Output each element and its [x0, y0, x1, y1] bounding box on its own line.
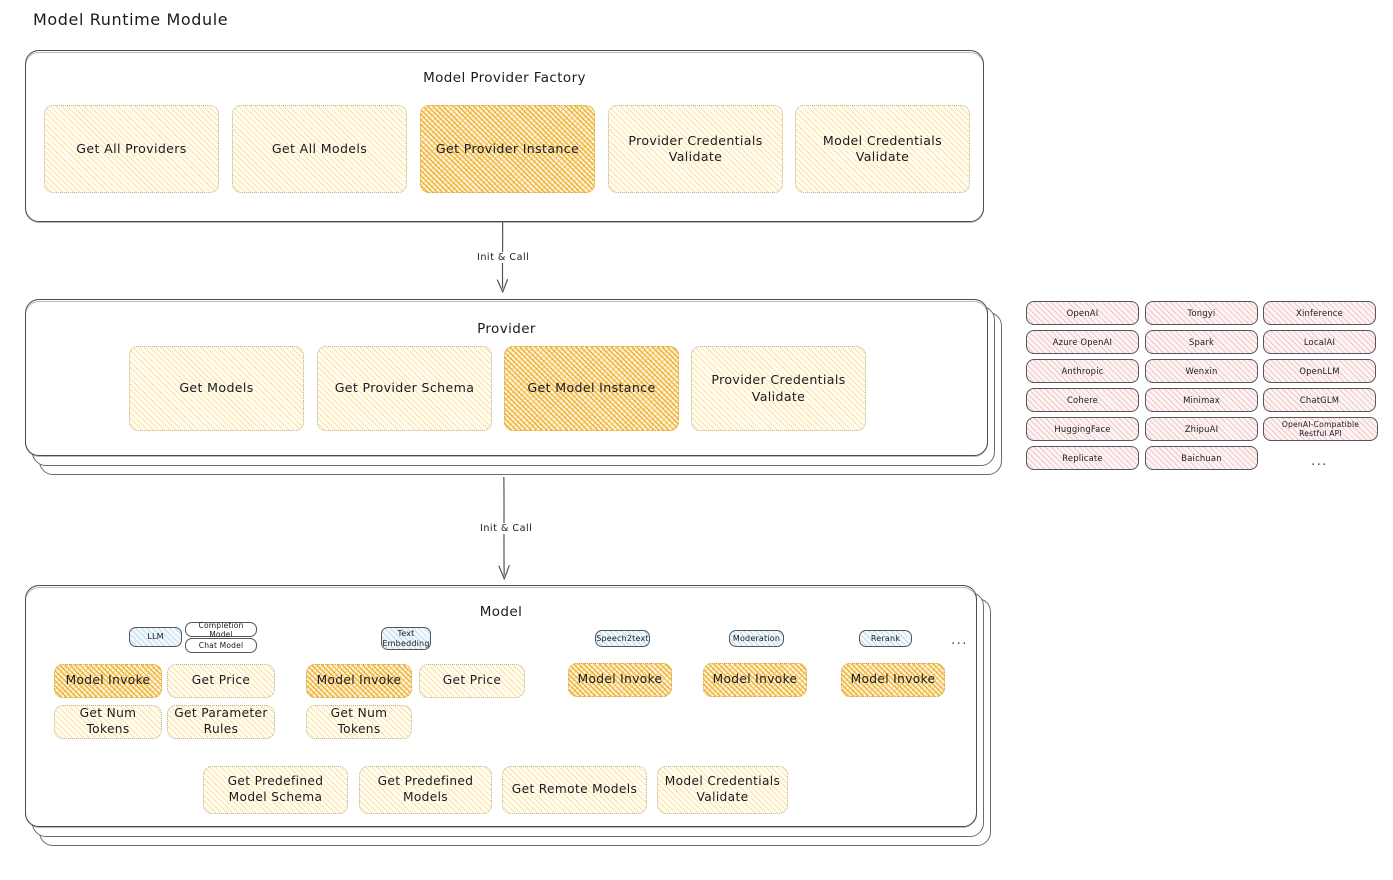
model-badge-llm[interactable]: LLM — [129, 627, 182, 647]
model-subbadge-completion-model[interactable]: Completion Model — [185, 621, 257, 639]
model-subbadge-chat-model[interactable]: Chat Model — [185, 638, 257, 653]
node-get-all-models[interactable]: Get All Models — [232, 105, 407, 193]
provider-chip-openai[interactable]: OpenAI — [1026, 301, 1139, 325]
node-get-remote-models[interactable]: Get Remote Models — [502, 766, 647, 814]
provider-chip-openllm[interactable]: OpenLLM — [1263, 359, 1376, 383]
node-llm-model-invoke[interactable]: Model Invoke — [54, 664, 162, 698]
provider-chip-zhipuai[interactable]: ZhipuAI — [1145, 417, 1258, 441]
model-badge-speech2text[interactable]: Speech2text — [595, 630, 650, 647]
model-badge-moderation[interactable]: Moderation — [729, 630, 784, 647]
model-provider-factory-title: Model Provider Factory — [423, 70, 586, 86]
node-textembedding-get-price[interactable]: Get Price — [419, 664, 525, 698]
provider-chip-tongyi[interactable]: Tongyi — [1145, 301, 1258, 325]
node-get-provider-instance[interactable]: Get Provider Instance — [420, 105, 595, 193]
node-provider-credentials-validate[interactable]: Provider Credentials Validate — [608, 105, 783, 193]
provider-chip-chatglm[interactable]: ChatGLM — [1263, 388, 1376, 412]
node-get-model-instance[interactable]: Get Model Instance — [504, 346, 679, 431]
node-textembedding-model-invoke[interactable]: Model Invoke — [306, 664, 412, 698]
model-badge-rerank[interactable]: Rerank — [859, 630, 912, 647]
node-textembedding-get-num-tokens[interactable]: Get Num Tokens — [306, 705, 412, 739]
node-rerank-model-invoke[interactable]: Model Invoke — [841, 663, 945, 697]
node-get-models[interactable]: Get Models — [129, 346, 304, 431]
node-get-all-providers[interactable]: Get All Providers — [44, 105, 219, 193]
provider-chip-spark[interactable]: Spark — [1145, 330, 1258, 354]
provider-chip-xinference[interactable]: Xinference — [1263, 301, 1376, 325]
provider-chip-replicate[interactable]: Replicate — [1026, 446, 1139, 470]
arrow-label-init-and-call-2: Init & Call — [477, 523, 536, 534]
node-get-predefined-model-schema[interactable]: Get Predefined Model Schema — [203, 766, 348, 814]
provider-chip-huggingface[interactable]: HuggingFace — [1026, 417, 1139, 441]
node-get-predefined-models[interactable]: Get Predefined Models — [359, 766, 492, 814]
provider-chip-cohere[interactable]: Cohere — [1026, 388, 1139, 412]
model-groups-more-ellipsis: ... — [951, 633, 968, 648]
node-model-credentials-validate[interactable]: Model Credentials Validate — [795, 105, 970, 193]
provider-title: Provider — [477, 321, 536, 337]
node-llm-get-num-tokens[interactable]: Get Num Tokens — [54, 705, 162, 739]
arrow-label-init-and-call-1: Init & Call — [474, 252, 533, 263]
node-model-credentials-validate-2[interactable]: Model Credentials Validate — [657, 766, 788, 814]
provider-chip-minimax[interactable]: Minimax — [1145, 388, 1258, 412]
model-title: Model — [479, 604, 523, 620]
model-badge-text-embedding[interactable]: Text Embedding — [381, 627, 431, 650]
provider-chip-localai[interactable]: LocalAI — [1263, 330, 1376, 354]
provider-chip-wenxin[interactable]: Wenxin — [1145, 359, 1258, 383]
node-speech2text-model-invoke[interactable]: Model Invoke — [568, 663, 672, 697]
model-container — [24, 585, 977, 828]
provider-chip-anthropic[interactable]: Anthropic — [1026, 359, 1139, 383]
provider-chip-baichuan[interactable]: Baichuan — [1145, 446, 1258, 470]
provider-chip-openai-compatible-restful-api[interactable]: OpenAI-Compatible Restful API — [1263, 417, 1378, 441]
node-get-provider-schema[interactable]: Get Provider Schema — [317, 346, 492, 431]
node-llm-get-parameter-rules[interactable]: Get Parameter Rules — [167, 705, 275, 739]
node-moderation-model-invoke[interactable]: Model Invoke — [703, 663, 807, 697]
provider-list-more-ellipsis: ... — [1311, 454, 1328, 469]
page-title: Model Runtime Module — [33, 10, 229, 29]
provider-chip-azure-openai[interactable]: Azure OpenAI — [1026, 330, 1139, 354]
node-llm-get-price[interactable]: Get Price — [167, 664, 275, 698]
node-provider-credentials-validate-2[interactable]: Provider Credentials Validate — [691, 346, 866, 431]
